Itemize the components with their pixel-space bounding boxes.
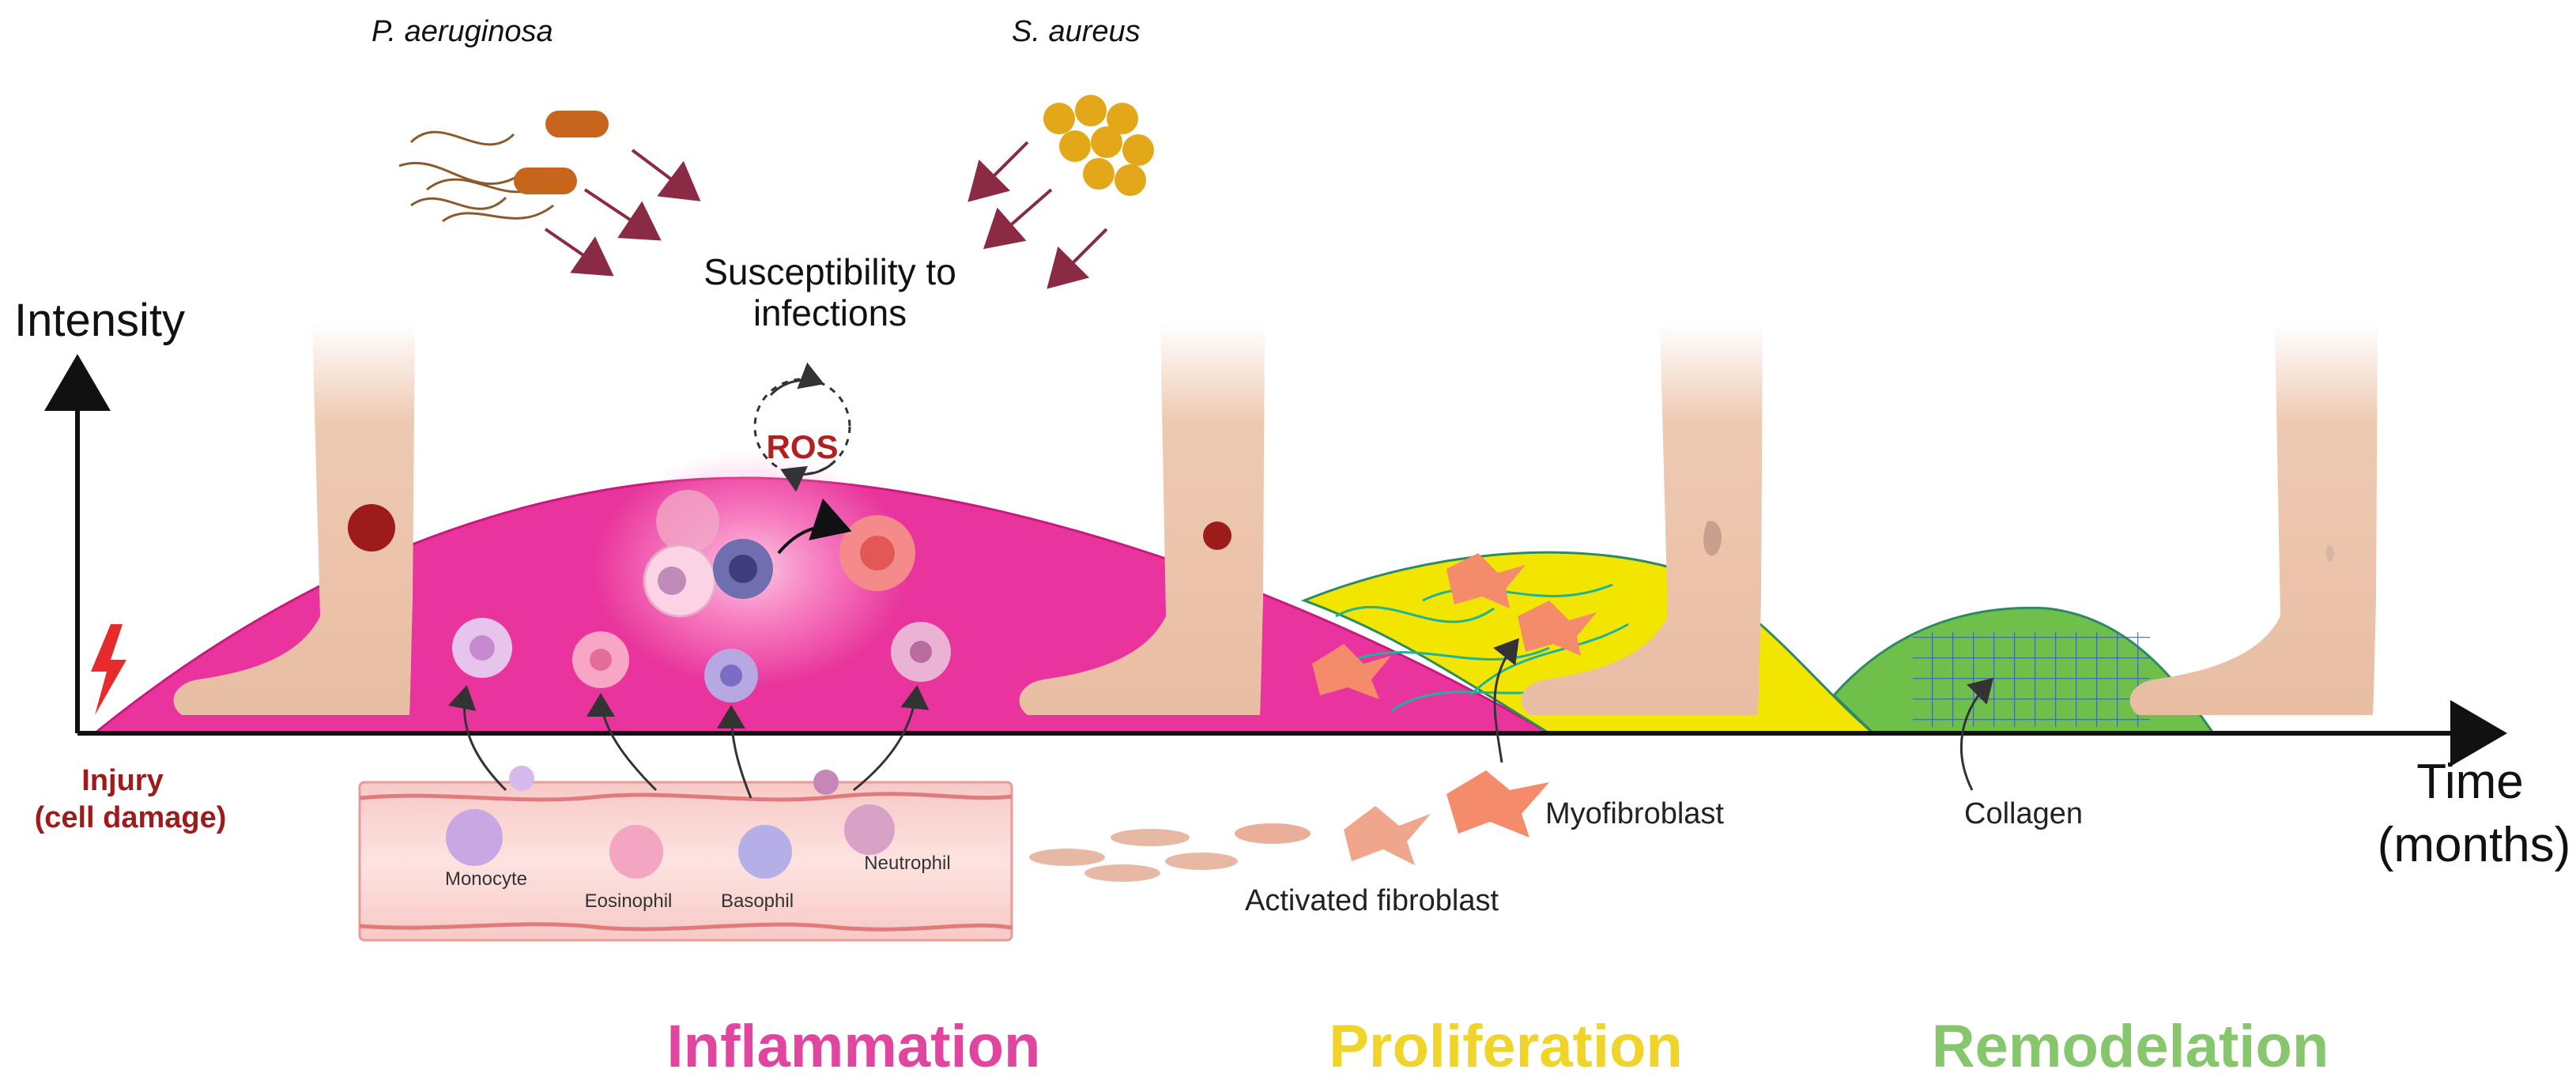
s-aureus-icon <box>1043 95 1154 196</box>
pa-label: P. aeruginosa <box>372 15 553 48</box>
collagen-pointer <box>1959 677 1994 791</box>
basophil-label: Basophil <box>721 890 794 912</box>
leg-3 <box>1521 324 1763 715</box>
phase-inflammation-label: Inflammation <box>667 1013 1041 1080</box>
phase-remodelation-label: Remodelation <box>1932 1013 2329 1080</box>
susceptibility-line2: infections <box>753 292 907 333</box>
y-axis-label: Intensity <box>14 295 185 346</box>
ros-cycle <box>753 362 851 492</box>
sa-label: S. aureus <box>1012 15 1141 48</box>
injury-label-line1: Injury <box>81 764 163 797</box>
x-axis-label-line2: (months) <box>2378 818 2571 872</box>
monocyte-label: Monocyte <box>445 868 527 890</box>
phase-proliferation-label: Proliferation <box>1329 1013 1683 1080</box>
extravasation-arrows <box>448 685 930 799</box>
blood-vessel <box>358 766 1013 942</box>
leg-2 <box>1019 324 1265 715</box>
injury-label-line2: (cell damage) <box>35 801 227 834</box>
eosinophil-label: Eosinophil <box>585 890 673 912</box>
x-axis-label-line1: Time <box>2416 755 2523 809</box>
inflammatory-cells <box>452 490 951 702</box>
pathogen-arrows <box>544 141 1108 289</box>
ros-label: ROS <box>766 428 838 465</box>
susceptibility-line1: Susceptibility to <box>703 251 956 292</box>
fibroblasts <box>1029 553 1597 882</box>
neutrophil-label: Neutrophil <box>864 853 950 874</box>
myofibroblast-label: Myofibroblast <box>1545 797 1724 830</box>
activated-fibroblast-label: Activated fibroblast <box>1245 884 1499 917</box>
collagen-mesh <box>1913 632 2150 727</box>
proliferation-fibers <box>1335 583 1629 713</box>
p-aeruginosa-icon <box>398 111 609 223</box>
collagen-label: Collagen <box>1964 797 2083 830</box>
leg-1 <box>173 324 415 715</box>
leg-4 <box>2129 324 2378 715</box>
lightning-icon <box>91 624 126 715</box>
